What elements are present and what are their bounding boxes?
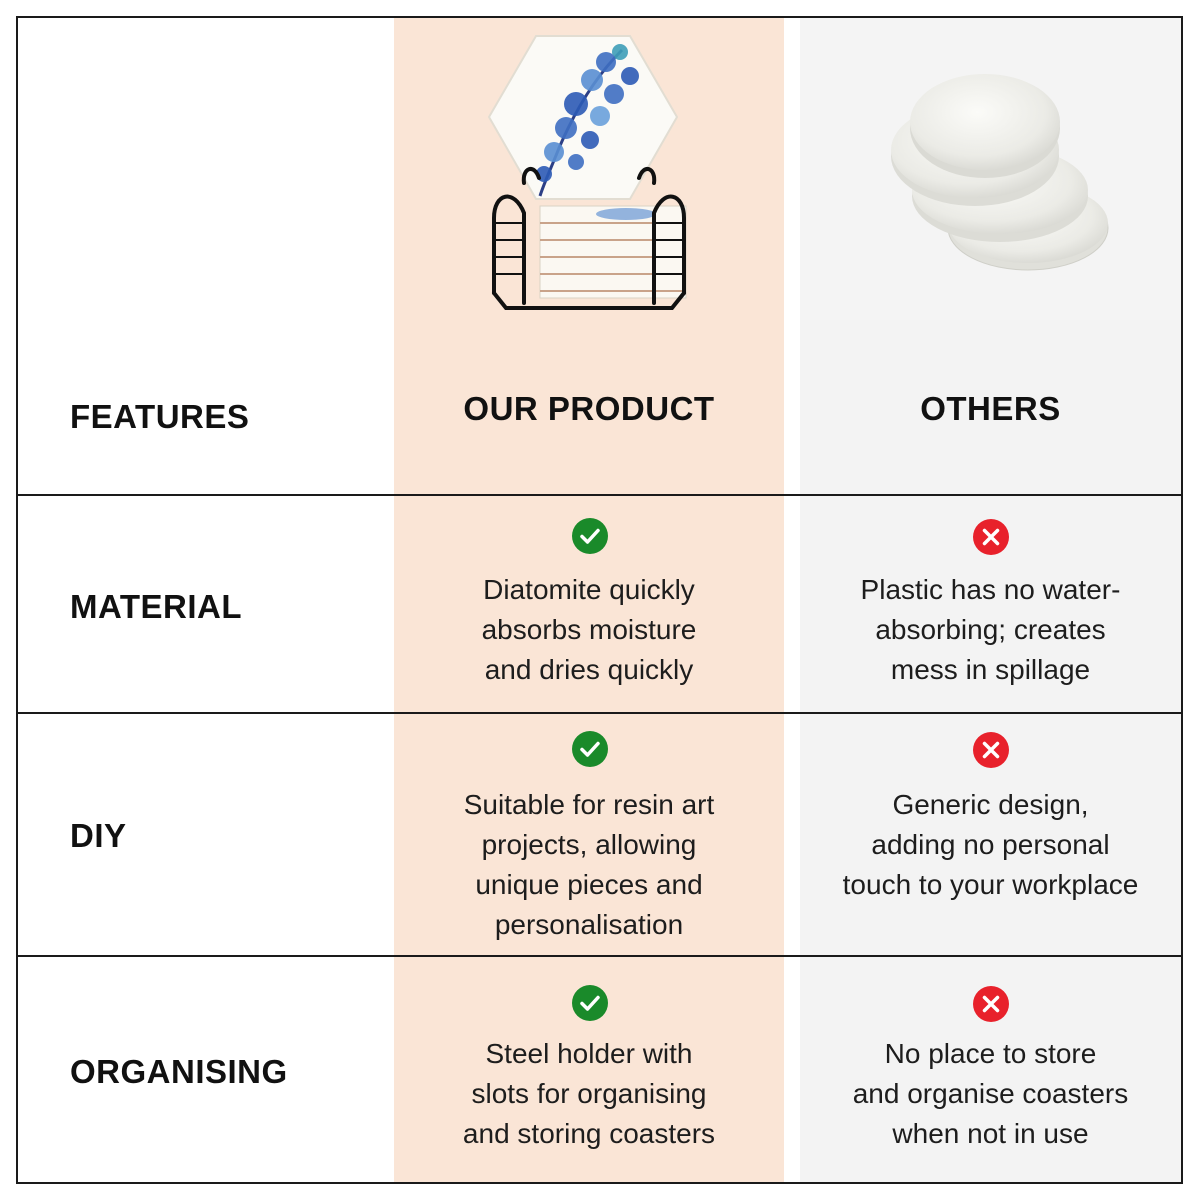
text-line: absorbs moisture [481,614,697,645]
features-heading: FEATURES [70,398,250,435]
text-line: projects, allowing [481,829,697,860]
others-product-image [800,18,1181,320]
text-line: Diatomite quickly [483,574,695,605]
feature-label-material: MATERIAL [70,588,243,625]
text-line: mess in spillage [890,654,1091,685]
diy-others-text: Generic design, adding no personal touch… [800,785,1181,905]
x-circle-icon [973,519,1009,555]
feature-label-diy: DIY [70,817,127,854]
text-line: Plastic has no water- [860,574,1121,605]
text-line: personalisation [494,909,684,940]
text-line: adding no personal [871,829,1110,860]
material-others-text: Plastic has no water- absorbing; creates… [800,570,1181,690]
text-line: slots for organising [471,1078,707,1109]
comparison-table-border [16,16,1183,1184]
text-line: absorbing; creates [875,614,1106,645]
text-line: and storing coasters [462,1118,716,1149]
text-line: Steel holder with [485,1038,693,1069]
check-circle-icon [572,518,608,554]
text-line: No place to store [884,1038,1097,1069]
text-line: Generic design, [892,789,1089,820]
others-heading: OTHERS [920,390,1061,427]
text-line: touch to your workplace [842,869,1139,900]
organising-others-text: No place to store and organise coasters … [800,1034,1181,1154]
x-circle-icon [973,986,1009,1022]
check-circle-icon [572,731,608,767]
row-divider [18,712,1181,714]
diy-ours-text: Suitable for resin art projects, allowin… [394,785,784,945]
text-line: and dries quickly [484,654,694,685]
text-line: when not in use [892,1118,1089,1149]
organising-ours-text: Steel holder with slots for organising a… [394,1034,784,1154]
row-divider [18,955,1181,957]
x-circle-icon [973,732,1009,768]
our-product-image [487,35,687,310]
our-product-heading: OUR PRODUCT [463,390,715,427]
text-line: Suitable for resin art [463,789,715,820]
text-line: and organise coasters [852,1078,1129,1109]
feature-label-organising: ORGANISING [70,1053,288,1090]
text-line: unique pieces and [475,869,703,900]
material-ours-text: Diatomite quickly absorbs moisture and d… [394,570,784,690]
row-divider [18,494,1181,496]
check-circle-icon [572,985,608,1021]
